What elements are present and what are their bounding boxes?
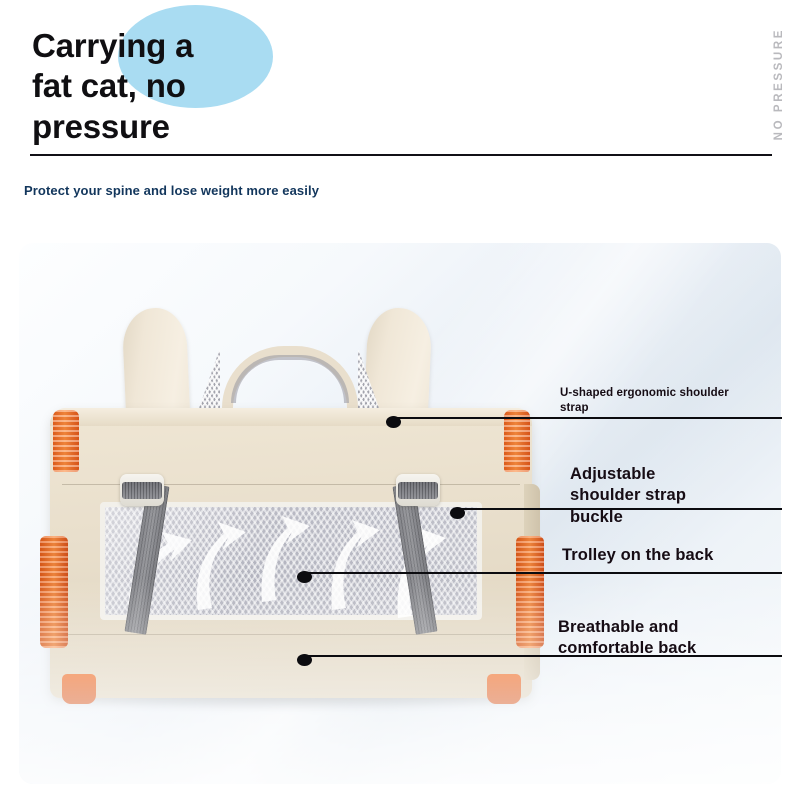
annotation-underline-breathable-back <box>532 655 782 657</box>
orange-corner-left <box>40 536 68 648</box>
zipper-cap-top-right <box>504 410 530 472</box>
vertical-tagline: NO PRESSURE <box>773 28 785 141</box>
annotation-underline-trolley-back <box>532 572 782 574</box>
page-subtitle: Protect your spine and lose weight more … <box>24 183 320 198</box>
annotation-label-adjustable-buckle: Adjustable shoulder strap buckle <box>570 465 687 526</box>
annotation-label-trolley-back: Trolley on the back <box>562 546 714 564</box>
header-divider <box>30 154 772 156</box>
orange-foot-left <box>62 674 96 704</box>
annotation-dot-adjustable-buckle <box>450 507 465 519</box>
orange-corner-right <box>516 536 544 648</box>
annotation-label-breathable-back: Breathable and comfortable back <box>558 618 697 658</box>
body-seam-lower <box>62 634 520 635</box>
annotation-dot-breathable-back <box>297 654 312 666</box>
zipper-cap-top-left <box>53 410 79 472</box>
annotation-dot-u-shaped-strap <box>386 416 401 428</box>
backpack-top-rim <box>50 408 532 426</box>
annotation-dot-trolley-back <box>297 571 312 583</box>
strap-buckle-left-bar <box>122 482 162 499</box>
annotation-underline-u-shaped-strap <box>532 417 782 419</box>
orange-foot-right <box>487 674 521 704</box>
annotation-label-u-shaped-strap: U-shaped ergonomic shoulder strap <box>560 387 729 415</box>
backpack-product-photo <box>32 288 548 753</box>
headline-highlight-blob <box>118 5 273 108</box>
body-seam-upper <box>62 484 520 485</box>
page-title: Carrying a fat cat, no pressure <box>32 27 194 145</box>
strap-buckle-right-bar <box>398 482 438 499</box>
annotation-underline-adjustable-buckle <box>532 508 782 510</box>
